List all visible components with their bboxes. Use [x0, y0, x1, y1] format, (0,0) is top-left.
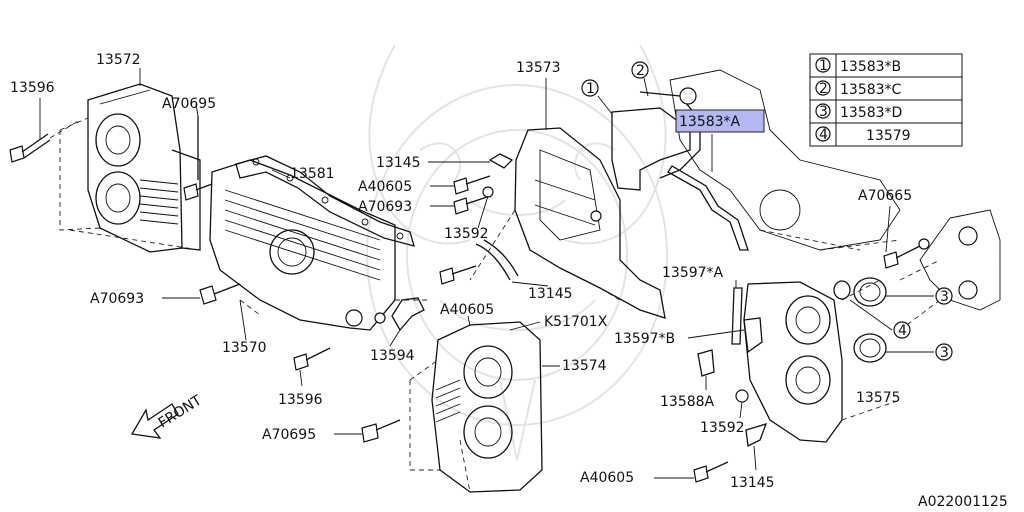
label-K51701X[interactable]: K51701X [544, 314, 608, 330]
label-13145[interactable]: 13145 [376, 155, 421, 171]
part-labels: 13572 13596 A70695 13581 13145 A40605 A7… [10, 52, 912, 491]
callout-3b: 3 [935, 343, 953, 361]
bolt-13596-lower[interactable] [293, 347, 331, 371]
svg-text:3: 3 [940, 289, 949, 305]
bolt-A70695-upper[interactable] [183, 116, 213, 201]
svg-text:13579: 13579 [866, 128, 911, 144]
part-13572-cover[interactable] [59, 83, 201, 253]
legend-row-3[interactable]: 3 13583*D [815, 103, 902, 121]
label-A70693[interactable]: A70693 [358, 199, 412, 215]
svg-text:13583*D: 13583*D [840, 105, 902, 121]
svg-text:2: 2 [819, 81, 828, 97]
label-13592[interactable]: 13592 [700, 420, 745, 436]
label-A70695[interactable]: A70695 [162, 96, 216, 112]
label-13596[interactable]: 13596 [278, 392, 323, 408]
gasket-1[interactable] [611, 107, 691, 191]
callout-3a: 3 [935, 287, 953, 305]
part-13581-gasket[interactable] [235, 155, 415, 247]
legend-row-4[interactable]: 4 13579 [815, 126, 911, 144]
label-13574[interactable]: 13574 [562, 358, 607, 374]
part-13588A[interactable] [697, 349, 715, 377]
svg-text:4: 4 [819, 127, 828, 143]
seal-3b[interactable] [853, 333, 887, 363]
watermark-emblem [366, 44, 668, 461]
label-13588A[interactable]: 13588A [660, 394, 715, 410]
label-A70693[interactable]: A70693 [90, 291, 144, 307]
diagram-ref-code: A022001125 [918, 494, 1008, 510]
svg-text:13583*B: 13583*B [840, 59, 901, 75]
label-13570[interactable]: 13570 [222, 340, 267, 356]
engine-block-right [899, 209, 1001, 331]
label-13572[interactable]: 13572 [96, 52, 141, 68]
part-13145-lower-hose[interactable] [439, 239, 519, 285]
bolt-A40605-upper[interactable] [453, 175, 491, 195]
front-label: FRONT [156, 392, 205, 431]
part-13597A[interactable] [731, 287, 743, 345]
part-13574-cover[interactable] [409, 321, 543, 493]
label-13581[interactable]: 13581 [290, 166, 335, 182]
label-13592[interactable]: 13592 [444, 226, 489, 242]
label-13596[interactable]: 13596 [10, 80, 55, 96]
bolt-A70693-lower[interactable] [199, 283, 241, 305]
label-13594[interactable]: 13594 [370, 348, 415, 364]
label-13597B[interactable]: 13597*B [614, 331, 675, 347]
label-A40605[interactable]: A40605 [580, 470, 634, 486]
label-13145[interactable]: 13145 [730, 475, 775, 491]
svg-text:2: 2 [636, 63, 645, 79]
front-arrow: FRONT [130, 392, 205, 439]
seal-4[interactable] [833, 280, 851, 300]
legend-table: 1 13583*B 2 13583*C 3 13583*D 4 13579 [809, 53, 963, 147]
part-13575-cover[interactable] [743, 279, 901, 443]
label-13145[interactable]: 13145 [528, 286, 573, 302]
callout-2: 2 [631, 61, 649, 79]
label-A40605[interactable]: A40605 [358, 179, 412, 195]
svg-text:1: 1 [586, 81, 595, 97]
svg-text:1: 1 [819, 58, 828, 74]
gasket-2[interactable] [639, 91, 701, 179]
legend-row-2[interactable]: 2 13583*C [815, 80, 902, 98]
leader-lines [39, 68, 934, 479]
callout-1: 1 [581, 79, 599, 97]
bolt-A70695-lower[interactable] [361, 419, 401, 443]
svg-text:3: 3 [940, 345, 949, 361]
part-13592-lower[interactable] [735, 389, 749, 403]
part-13145-lower[interactable] [745, 423, 768, 447]
bolt-A40605-lower[interactable] [693, 461, 729, 483]
svg-text:13583*A: 13583*A [679, 114, 741, 130]
label-A70695[interactable]: A70695 [262, 427, 316, 443]
bolt-A70665[interactable] [883, 238, 930, 269]
part-13597B[interactable] [743, 317, 763, 354]
label-13597A[interactable]: 13597*A [662, 265, 724, 281]
label-A40605[interactable]: A40605 [440, 302, 494, 318]
highlighted-part-label[interactable]: 13583*A [675, 109, 765, 133]
label-A70665[interactable]: A70665 [858, 188, 912, 204]
gasket-13583A[interactable] [667, 165, 749, 251]
part-13570-cover[interactable] [209, 159, 430, 331]
svg-text:4: 4 [898, 323, 907, 339]
svg-text:3: 3 [819, 104, 828, 120]
label-13573[interactable]: 13573 [516, 60, 561, 76]
part-13592-upper[interactable] [482, 186, 494, 198]
seal-3a[interactable] [853, 277, 887, 307]
bolt-A70693-upper[interactable] [453, 195, 491, 215]
label-13575[interactable]: 13575 [856, 390, 901, 406]
legend-row-1[interactable]: 1 13583*B [815, 57, 901, 75]
part-13573-back-plate[interactable] [469, 127, 666, 319]
svg-text:13583*C: 13583*C [840, 82, 902, 98]
bolt-13596-left[interactable] [9, 119, 81, 163]
callout-4: 4 [893, 321, 911, 339]
part-13145-upper[interactable] [488, 153, 514, 169]
